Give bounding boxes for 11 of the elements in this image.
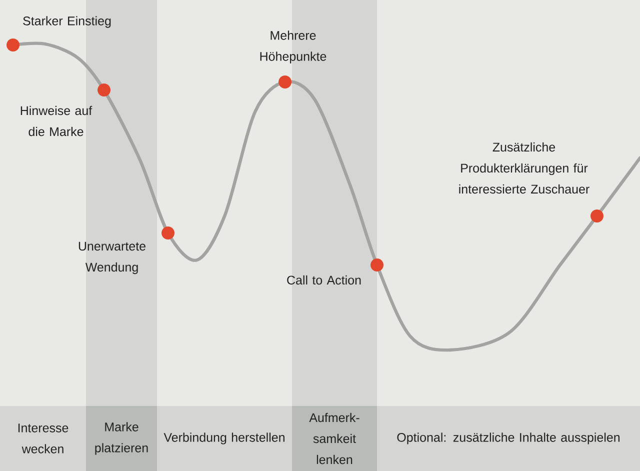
phase-cell: Interesse wecken [0,406,86,471]
phase-cell: Verbindung herstellen [157,406,292,471]
point-label: Zusätzliche Produkterklärungen für interessierte Zuschauer [459,142,590,194]
point-label: Hinweise auf die Marke [20,106,92,136]
point-label: Unerwartete Wendung [78,242,146,274]
point-label: Mehrere Höhepunkte [260,30,326,64]
point-label: Call to Action [287,275,361,285]
phase-cell: Aufmerk- samkeit lenken [292,406,377,471]
point-label: Starker Einstieg [23,16,111,28]
phase-cell: Marke platzieren [86,406,157,471]
phase-cell: Optional: zusätzliche Inhalte ausspielen [377,406,640,471]
